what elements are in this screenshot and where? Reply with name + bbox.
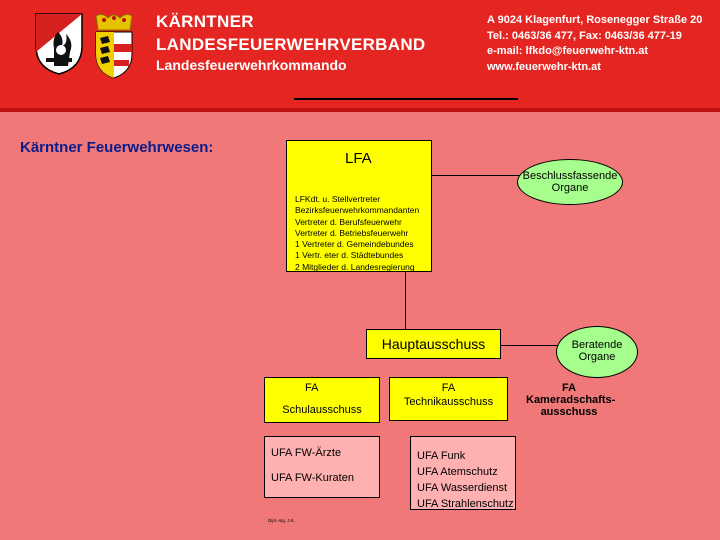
lfa-member: 1 Vertreter d. Gemeindebundes: [295, 239, 414, 250]
contact-website[interactable]: www.feuerwehr-ktn.at: [487, 61, 601, 73]
fa-kamerad-label-1: FA: [561, 382, 577, 394]
ufa-right-item: UFA Wasserdienst: [417, 482, 508, 494]
ufa-right-item: UFA Strahlenschutz: [417, 498, 514, 510]
hauptausschuss-label: Hauptausschuss: [381, 336, 486, 352]
fa-technik-label-2: Technikausschuss: [403, 396, 494, 408]
ufa-right-item: UFA Funk: [417, 450, 466, 462]
fa-kamerad-label-3: ausschuss: [540, 406, 598, 418]
beschluss-label-2: Organe: [551, 182, 589, 194]
hauptausschuss-box: Hauptausschuss: [366, 329, 501, 359]
ufa-right-box: UFA Funk UFA Atemschutz UFA Wasserdienst…: [410, 436, 516, 510]
org-name-line-1: KÄRNTNER: [156, 12, 254, 31]
beratende-organe-ellipse: Beratende Organe: [556, 326, 638, 378]
lfa-member: 2 Mitglieder d. Landesregierung: [295, 261, 415, 272]
connector-lfa-beschluss: [432, 175, 522, 176]
lfa-member-list: LFKdt. u. Stellvertreter Bezirksfeuerweh…: [295, 194, 419, 273]
lfa-member: 1 Vertr. eter d. Städtebundes: [295, 250, 404, 261]
decorative-rule: [294, 98, 518, 100]
contact-email[interactable]: e-mail: lfkdo@feuerwehr-ktn.at: [487, 45, 649, 57]
contact-address: A 9024 Klagenfurt, Rosenegger Straße 20: [487, 14, 703, 26]
fa-technik-label-1: FA: [441, 382, 456, 394]
connector-haupt-beratende: [501, 345, 558, 346]
lfa-member: Bezirksfeuerwehrkommandanten: [295, 205, 420, 216]
beschluss-label-1: Beschlussfassende: [522, 170, 618, 182]
ufa-left-item: UFA FW-Kuraten: [271, 472, 354, 484]
contact-phone: Tel.: 0463/36 477, Fax: 0463/36 477-19: [487, 30, 682, 42]
connector-lfa-haupt: [405, 270, 406, 329]
footnote: Dipl.-Ing. J.K.: [268, 518, 296, 523]
org-name-line-3: Landesfeuerwehrkommando: [156, 57, 347, 73]
page-title: Kärntner Feuerwehrwesen:: [20, 139, 214, 156]
fa-schulausschuss-box: FA Schulausschuss: [264, 377, 380, 423]
fa-technikausschuss-box: FA Technikausschuss: [389, 377, 508, 421]
beratende-label-1: Beratende: [571, 339, 623, 351]
ufa-right-item: UFA Atemschutz: [417, 466, 498, 478]
fa-kameradschaftsausschuss: FA Kameradschafts- ausschuss: [526, 382, 616, 418]
lfa-member: Vertreter d. Berufsfeuerwehr: [295, 216, 402, 227]
fa-kamerad-label-2: Kameradschafts-: [526, 394, 616, 406]
lfa-box: [286, 140, 432, 272]
fire-brigade-shield-logo-icon: [35, 13, 83, 75]
ufa-left-box: UFA FW-Ärzte UFA FW-Kuraten: [264, 436, 380, 498]
beratende-label-2: Organe: [578, 351, 616, 363]
fa-schul-label-1: FA: [305, 382, 319, 394]
lfa-member: Vertreter d. Betriebsfeuerwehr: [295, 227, 409, 238]
fa-schul-label-2: Schulausschuss: [282, 404, 362, 416]
lfa-member: LFKdt. u. Stellvertreter: [295, 194, 381, 204]
carinthia-coat-of-arms-icon: [95, 13, 133, 79]
ufa-left-item: UFA FW-Ärzte: [271, 447, 342, 459]
lfa-title: LFA: [345, 150, 372, 167]
org-name-line-2: LANDESFEUERWEHRVERBAND: [156, 35, 426, 54]
header-divider: [0, 108, 720, 112]
beschlussfassende-organe-ellipse: Beschlussfassende Organe: [517, 159, 623, 205]
